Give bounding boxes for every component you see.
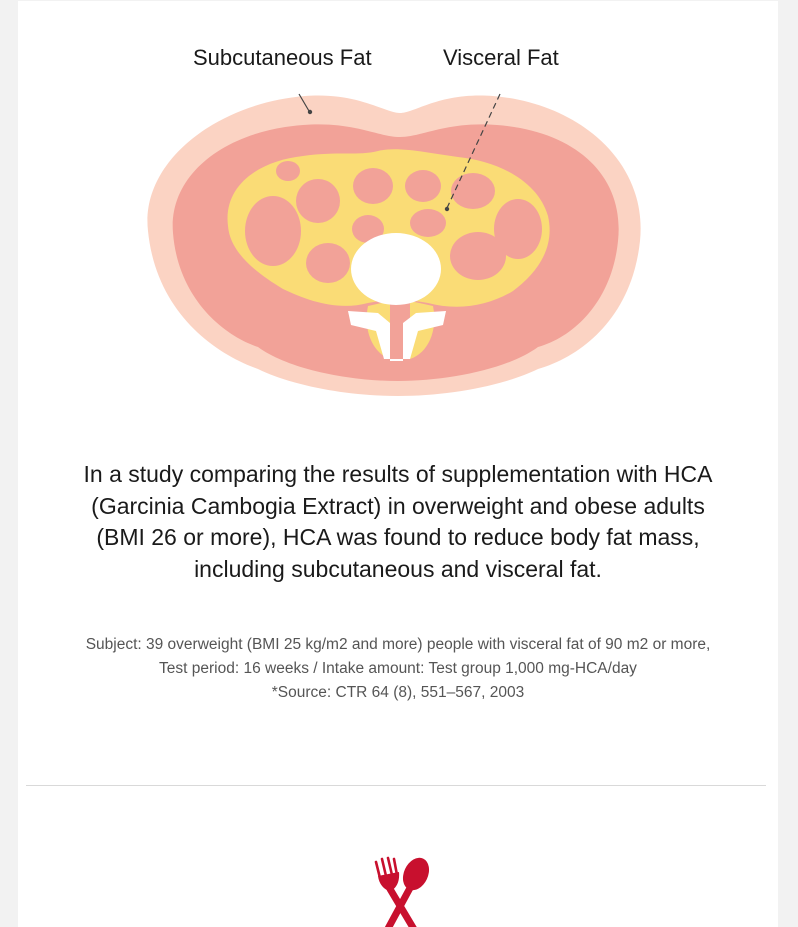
subcutaneous-pointer-line [298,93,310,112]
study-summary: In a study comparing the results of supp… [38,459,758,585]
content-card: Subcutaneous Fat Visceral Fat In a study… [18,1,778,927]
study-summary-line: including subcutaneous and visceral fat. [194,555,602,582]
study-summary-line: In a study comparing the results of supp… [83,461,713,487]
fork-spoon-icon [374,856,430,927]
visceral-pointer-dot [444,206,450,212]
footnote-line: Test period: 16 weeks / Intake amount: T… [159,660,637,677]
abdomen-cross-section-diagram [147,93,641,397]
study-footnote: Subject: 39 overweight (BMI 25 kg/m2 and… [38,633,758,705]
footnote-line: *Source: CTR 64 (8), 551–567, 2003 [271,684,525,701]
study-summary-line: (Garcinia Cambogia Extract) in overweigh… [91,492,705,519]
section-divider [26,785,766,786]
visceral-pointer-line [446,93,501,209]
intestine-loops [245,161,542,283]
footnote-line: Subject: 39 overweight (BMI 25 kg/m2 and… [85,636,711,653]
vertebra [348,233,446,361]
visceral-fat-label: Visceral Fat [443,45,559,70]
subcutaneous-fat-label: Subcutaneous Fat [193,45,372,70]
study-summary-line: (BMI 26 or more), HCA was found to reduc… [96,524,700,550]
subcutaneous-pointer-dot [307,109,313,115]
